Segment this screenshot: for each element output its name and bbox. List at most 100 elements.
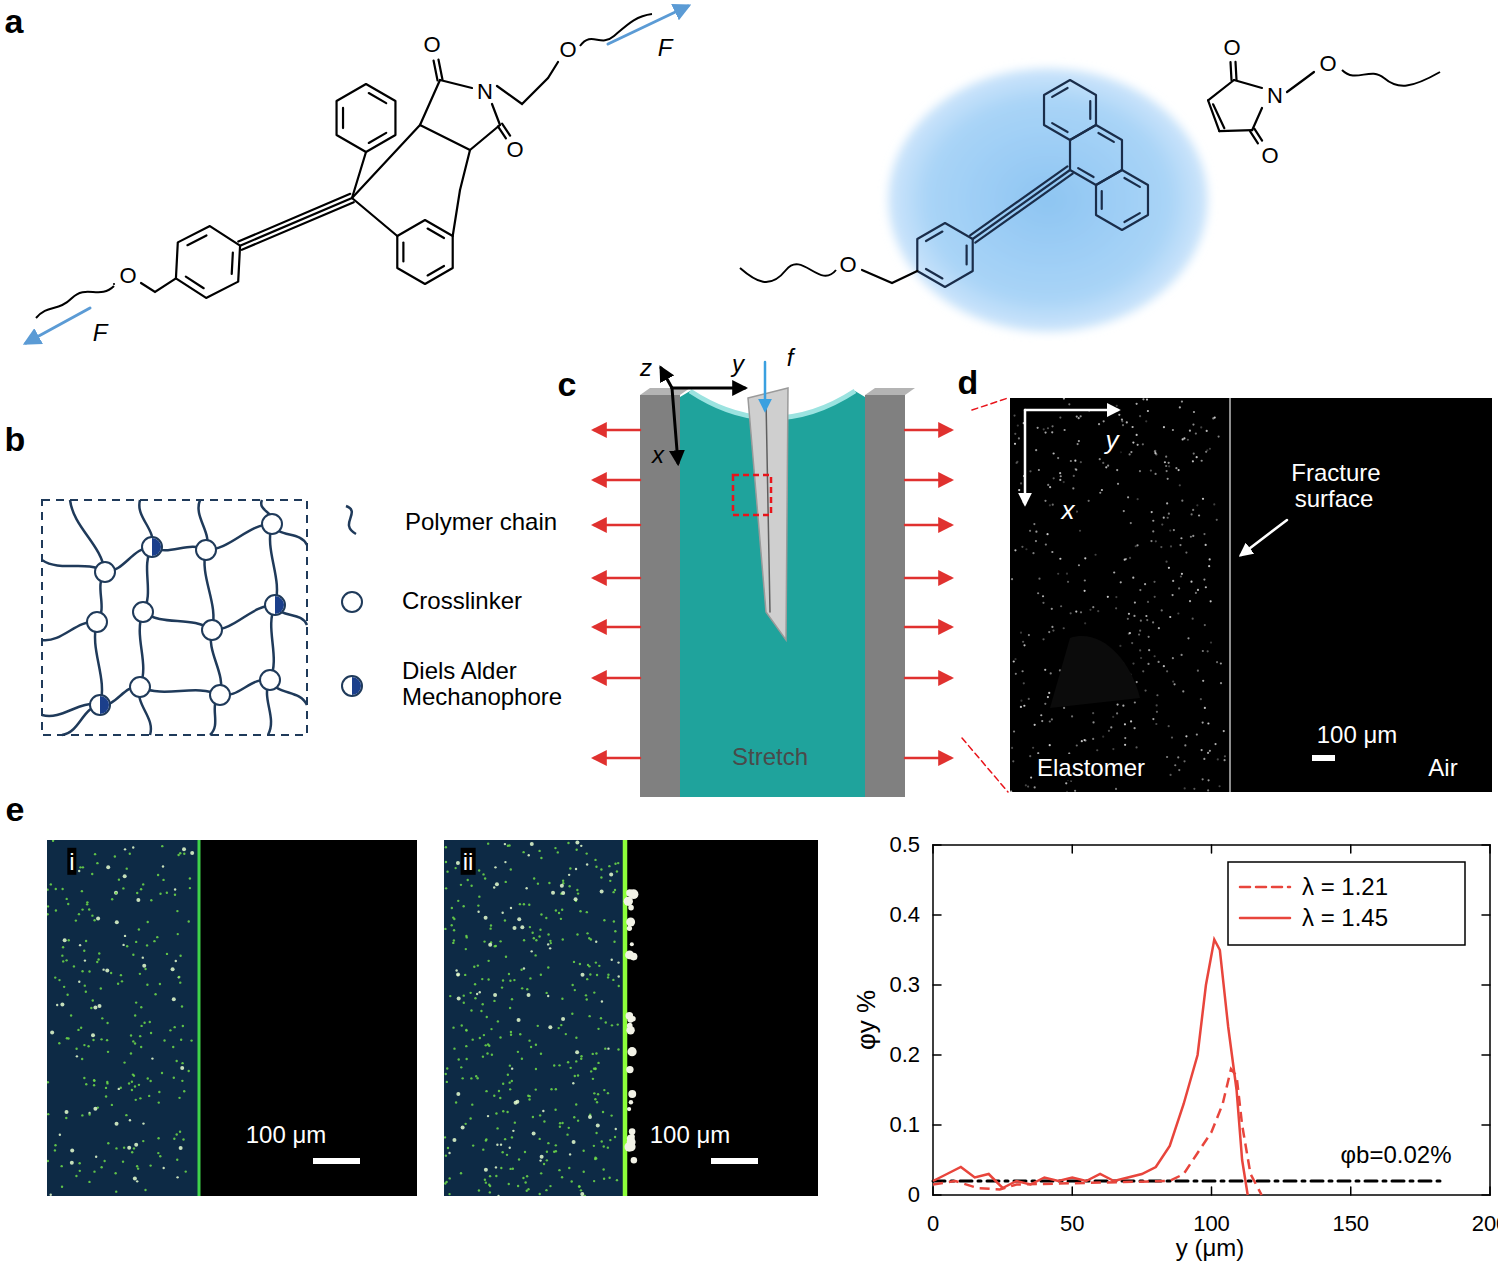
speckle	[1209, 448, 1211, 450]
speckle	[1154, 452, 1156, 454]
speckle	[65, 959, 67, 961]
speckle	[1139, 589, 1141, 591]
speckle	[115, 892, 117, 894]
speckle	[1116, 469, 1118, 471]
speckle	[1051, 718, 1053, 720]
profile-chart	[1482, 914, 1490, 916]
speckle	[58, 979, 60, 981]
speckle	[485, 1181, 487, 1183]
speckle	[68, 939, 70, 941]
speckle	[510, 907, 512, 909]
image-part	[198, 840, 201, 1196]
speckle	[1035, 540, 1037, 542]
profile-chart	[933, 1180, 1445, 1183]
speckle	[617, 862, 619, 864]
speckle	[499, 1036, 501, 1038]
speckle	[494, 866, 496, 868]
speckle	[595, 866, 597, 868]
speckle	[98, 1004, 102, 1008]
speckle	[1169, 616, 1171, 618]
test-setup	[905, 479, 951, 482]
speckle	[1181, 401, 1183, 403]
curve-solid	[933, 940, 1248, 1196]
speckle	[517, 1018, 521, 1022]
speckle	[471, 1038, 473, 1040]
speckle	[126, 867, 128, 869]
speckle	[557, 851, 559, 853]
speckle	[1136, 403, 1138, 405]
axis-label: y	[732, 350, 744, 377]
speckle	[561, 1176, 563, 1178]
panel-letter-holder: d	[958, 364, 979, 401]
speckle	[1032, 552, 1034, 554]
speckle	[447, 1147, 449, 1149]
speckle	[1198, 514, 1200, 516]
speckle	[1063, 481, 1065, 483]
scale-bar	[711, 1158, 758, 1164]
speckle	[546, 1151, 548, 1153]
molecule-drawing	[420, 80, 440, 125]
speckle	[1038, 469, 1040, 471]
speckle	[613, 940, 615, 942]
molecule-drawing	[232, 253, 233, 274]
speckle	[1163, 517, 1165, 519]
speckle	[575, 1060, 577, 1062]
speckle	[56, 1004, 58, 1006]
speckle	[474, 983, 476, 985]
tick-label-holder: 0	[908, 1183, 920, 1207]
speckle	[146, 944, 148, 946]
speckle	[65, 1117, 67, 1119]
speckle	[1193, 453, 1195, 455]
speckle	[617, 1023, 619, 1025]
speckle	[1205, 451, 1207, 453]
speckle	[582, 1150, 584, 1152]
image-text-holder: x	[1060, 496, 1077, 525]
speckle	[1180, 575, 1182, 577]
speckle	[559, 1126, 561, 1128]
speckle	[1107, 465, 1109, 467]
speckle	[1051, 608, 1053, 610]
speckle	[100, 1166, 102, 1168]
speckle	[1185, 735, 1187, 737]
speckle	[452, 1138, 456, 1142]
speckle	[1224, 755, 1226, 757]
speckle	[1038, 578, 1040, 580]
speckle	[1122, 705, 1124, 707]
speckle	[114, 855, 116, 857]
speckle	[1047, 427, 1049, 429]
speckle	[1047, 484, 1049, 486]
debris-blob	[626, 1066, 633, 1073]
speckle	[1027, 786, 1029, 788]
speckle	[1129, 453, 1131, 455]
speckle	[172, 1046, 174, 1048]
anthracene-unit	[917, 80, 1148, 287]
speckle	[176, 1159, 178, 1161]
speckle	[106, 1039, 108, 1041]
stretch-label: Stretch	[732, 743, 808, 770]
speckle	[1167, 517, 1169, 519]
axis-title-holder: φy %	[852, 990, 881, 1050]
speckle	[1178, 469, 1180, 471]
speckle	[595, 961, 597, 963]
speckle	[586, 911, 588, 913]
molecule-drawing	[740, 264, 836, 282]
image-text: x	[1060, 495, 1077, 525]
speckle	[153, 940, 155, 942]
image-text: 100 μm	[1315, 721, 1400, 748]
speckle	[181, 1005, 183, 1007]
speckle	[572, 1140, 576, 1144]
profile-chart	[1482, 1054, 1490, 1056]
speckle	[590, 1070, 592, 1072]
speckle	[507, 1074, 509, 1076]
speckle	[185, 1170, 187, 1172]
speckle	[1046, 533, 1048, 535]
speckle	[535, 1088, 537, 1090]
speckle	[477, 904, 479, 906]
speckle	[1097, 610, 1099, 612]
speckle	[607, 1092, 609, 1094]
speckle	[561, 909, 563, 911]
speckle	[1092, 721, 1094, 723]
speckle	[61, 888, 63, 890]
speckle	[111, 1104, 113, 1106]
speckle	[456, 861, 460, 865]
